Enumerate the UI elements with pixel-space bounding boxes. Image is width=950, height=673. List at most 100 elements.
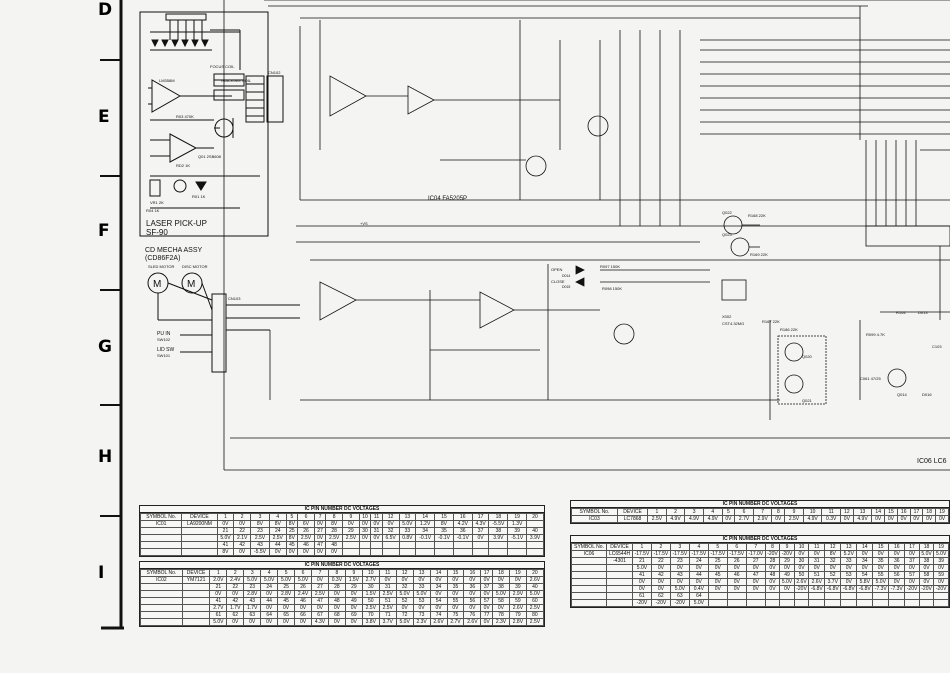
table-cell: 0V [311,604,329,612]
table-cell: 32 [395,583,414,591]
r099-label: R099 4.7K [866,332,885,337]
table-cell [764,599,781,607]
table-cell [526,548,544,556]
table-cell: -6.8V [824,585,842,593]
table-cell: 5 [721,508,736,516]
connector-cn102 [245,75,284,123]
table-cell: 0V [707,585,728,593]
table-cell: 30 [793,557,810,565]
table-cell: 46 [297,541,315,549]
table-cell: 43 [669,571,690,579]
vs-label: +VS [360,221,368,226]
table-cell: 9 [784,508,804,516]
open-label: OPEN [551,267,562,272]
table-cell: 8V [285,520,299,528]
table-cell: 0V [888,564,906,572]
lid-sw-label: LID SW [157,347,175,353]
table-cell: 4.9V [665,515,686,523]
table-cell: 0V [726,564,747,572]
table-cell: 38 [488,527,509,535]
table-cell: 2.8V [277,590,296,598]
table-cell: 70 [361,611,380,619]
table-cell: 61 [631,592,652,600]
table-cell: 56 [463,597,482,605]
table-cell: 1.5V [361,590,380,598]
table-cell [707,592,728,600]
table-cell: 1.5V [344,576,363,584]
zone-label-d: D [98,0,112,20]
table-cell: 53 [840,571,858,579]
table-cell: 0V [793,564,810,572]
table-cell: 0.3V [327,576,346,584]
table-cell: -7.3V [872,585,890,593]
table-cell: 27 [313,527,327,535]
table-cell: 3.9V [488,534,509,542]
table-cell: 5.0V [779,578,795,586]
table-cell [888,592,906,600]
table-cell: 5.0V [398,520,417,528]
table-cell: 2 [226,569,245,577]
table-cell [707,599,728,607]
table-cell: 0V [277,604,296,612]
table-cell [370,541,383,549]
table-cell: 4.9V [684,515,704,523]
table-cell: 5.0V [631,564,652,572]
table-cell: 0V [370,534,383,542]
table-cell [181,548,218,556]
table-cell: -20V [933,585,949,593]
table-cell: 0V [888,578,906,586]
table-cell: 0V [344,604,363,612]
table-cell: 42 [226,597,245,605]
table-cell: 8V [285,534,299,542]
table-cell: 4.2V [452,520,473,528]
table-cell: 2.5V [268,534,287,542]
table-cell: 0V [285,548,299,556]
table-cell: 0V [726,585,747,593]
table-cell: 2.5V [647,515,667,523]
right-transistor-labels: Q022 Q023 R168 22K R169 22K R167 22K R18… [722,210,942,403]
q014-label: Q014 [897,392,908,397]
d016-label: D016 [922,392,932,397]
table-cell: 0V [358,520,372,528]
table-cell: 0V [471,534,490,542]
table-cell: 45 [285,541,299,549]
table-cell: -7.3V [888,585,906,593]
table-cell: DEVICE [181,513,218,521]
svg-text:M: M [153,279,161,290]
table-cell: 8 [771,508,786,516]
table-cell: 29 [344,583,363,591]
table-cell: 80 [525,611,545,619]
table-cell: 0V [446,604,465,612]
table-cell: 0V [764,585,781,593]
table-cell [398,541,417,549]
cd-mecha-model: (CD86F2A) [145,255,180,262]
table-cell: 6 [294,569,312,577]
x002-label: X002 [722,314,732,319]
table-cell: 61 [209,611,228,619]
table-cell: 1 [216,513,235,521]
r03-label: R03 470K [176,114,194,119]
table-cell: 35 [872,557,890,565]
table-cell [606,578,633,586]
table-cell: 17 [480,569,493,577]
ic01-voltage-table: IC PIN NUMBER DC VOLTAGES SYMBOL No.DEVI… [139,505,545,557]
table-cell: 16 [888,543,906,551]
table-cell [872,592,890,600]
table-cell: 14 [871,508,886,516]
table-cell: 39 [933,557,949,565]
table-cell: 0V [311,576,329,584]
table-cell [606,599,633,607]
table-cell: 2.9V [752,515,773,523]
table-cell: 47 [313,541,327,549]
table-cell: 2.5V [325,534,344,542]
ic06-label: IC06 LC6 [917,458,947,465]
laser-pickup-title: LASER PICK-UP [146,219,207,228]
table-cell: 76 [463,611,482,619]
table-cell: 5.0V [933,550,949,558]
table-cell: 64 [688,592,709,600]
